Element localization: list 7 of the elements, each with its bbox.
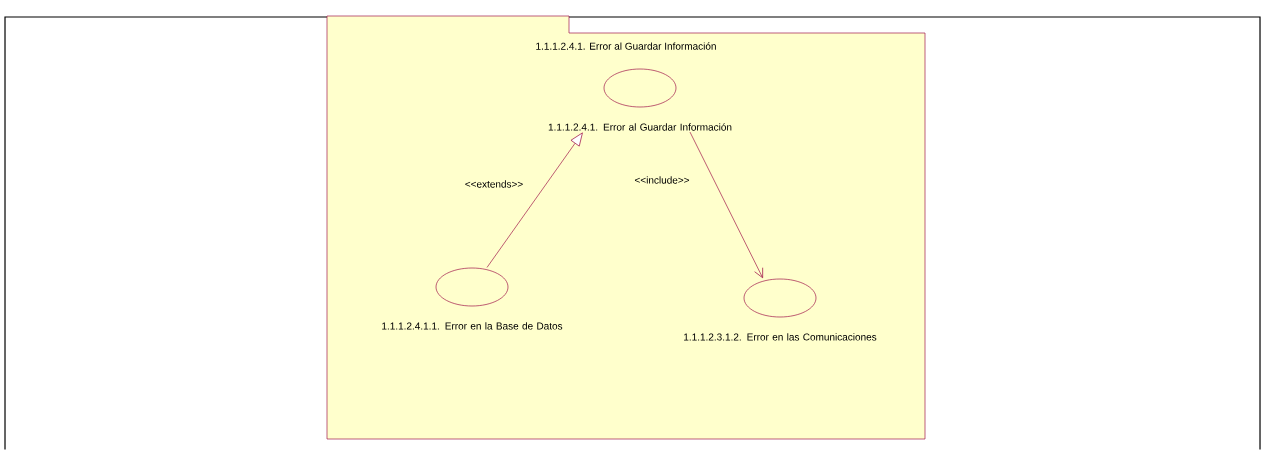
- use-case-label: 1.1.1.2.4.1.1. Error en la Base de Datos: [382, 322, 563, 330]
- use-case-label: 1.1.1.2.4.1. Error al Guardar Información: [548, 123, 732, 131]
- arrow: [689, 131, 763, 279]
- edge-label: <<extends>>: [463, 179, 525, 189]
- edge-label: <<include>>: [633, 175, 691, 185]
- arrow: [486, 132, 583, 268]
- use-case-label: 1.1.1.2.3.1.2. Error en las Comunicaciones: [684, 333, 877, 341]
